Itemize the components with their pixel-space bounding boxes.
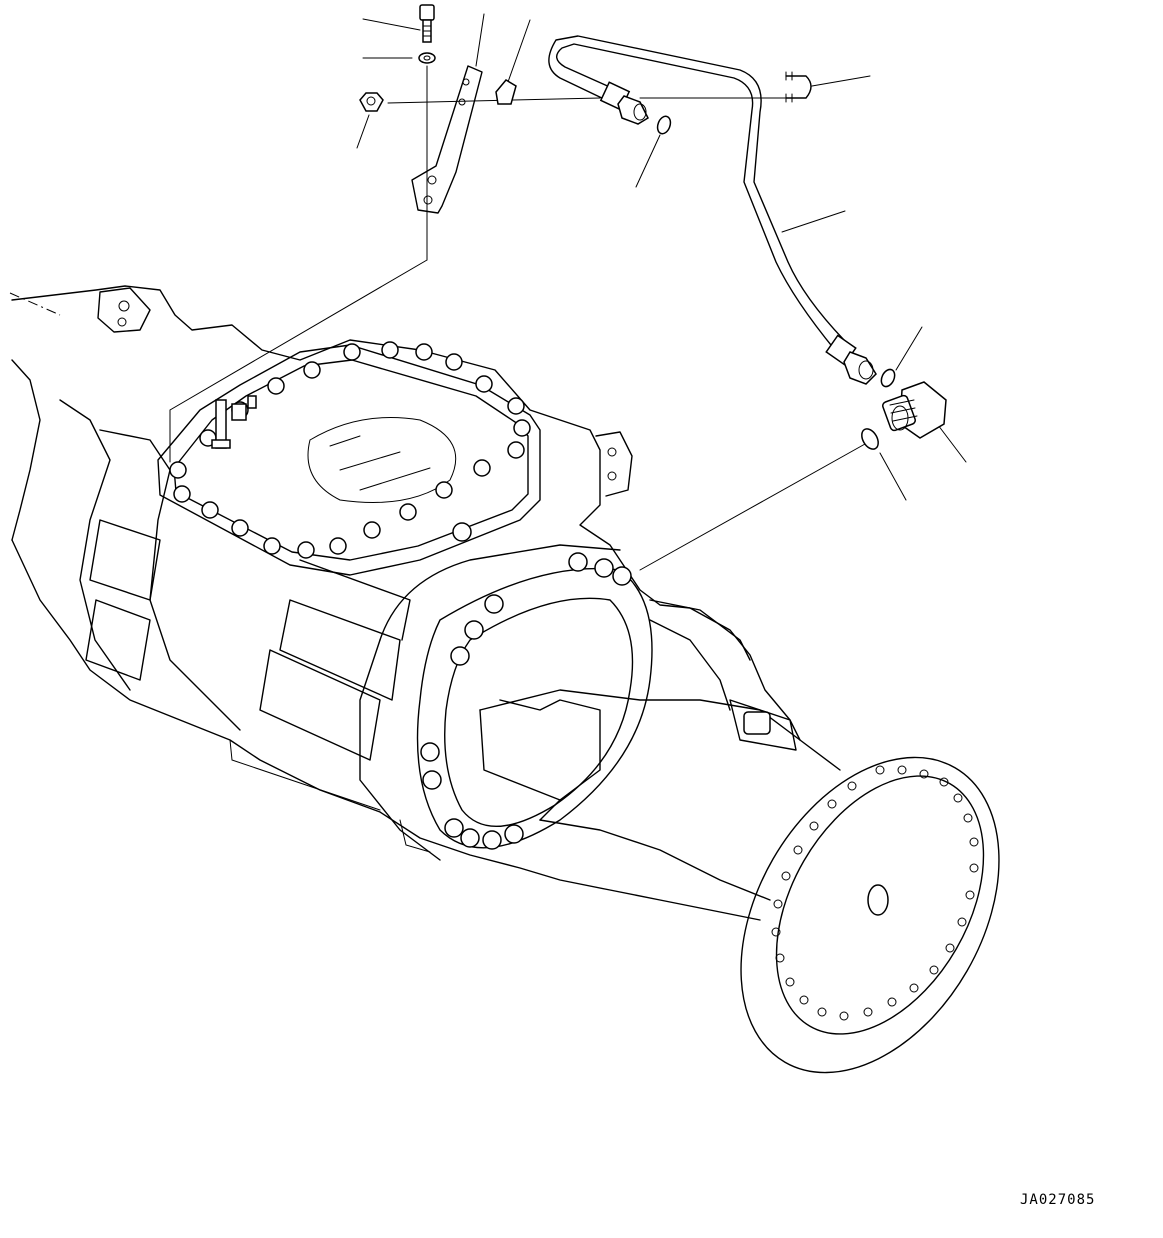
oring-top	[656, 115, 672, 135]
transmission-housing	[11, 285, 801, 921]
assembly-lines	[9, 65, 866, 571]
leader-bolt	[362, 18, 421, 31]
flange-holes	[771, 765, 979, 1021]
leader-tube	[781, 210, 846, 233]
housing-ribs	[85, 519, 431, 853]
leader-bracket	[475, 13, 485, 67]
leader-u-bolt	[811, 75, 871, 87]
elbow-mount-line	[639, 443, 866, 571]
clamp	[495, 79, 517, 105]
mount-ears	[97, 287, 633, 497]
leader-nut	[356, 114, 370, 149]
leader-elbow	[937, 424, 967, 463]
nut	[359, 92, 384, 112]
axle-housing	[479, 599, 841, 901]
oring-low	[861, 428, 879, 450]
breather-stud	[211, 395, 257, 449]
bolt	[419, 4, 435, 43]
nut-axis-line	[387, 97, 601, 104]
leader-oring-mid	[895, 326, 923, 371]
oil-tube	[548, 35, 877, 385]
axle-flange	[740, 756, 1000, 1074]
washer	[418, 52, 436, 64]
oring-mid	[880, 368, 896, 388]
elbow-fitting	[882, 381, 947, 439]
cover-bolts	[169, 341, 531, 559]
u-bolt	[785, 71, 812, 103]
leader-lines	[356, 13, 967, 501]
mounting-bracket	[411, 65, 483, 214]
drain-plug	[743, 711, 771, 735]
center-line-left	[9, 292, 61, 316]
drawing-code: JA027085	[1020, 1192, 1096, 1208]
leader-clamp	[507, 19, 531, 83]
leader-oring-top	[635, 134, 661, 188]
bell-housing	[359, 544, 653, 861]
bracket-mount-line	[169, 234, 428, 463]
leader-oring-low	[879, 452, 907, 501]
